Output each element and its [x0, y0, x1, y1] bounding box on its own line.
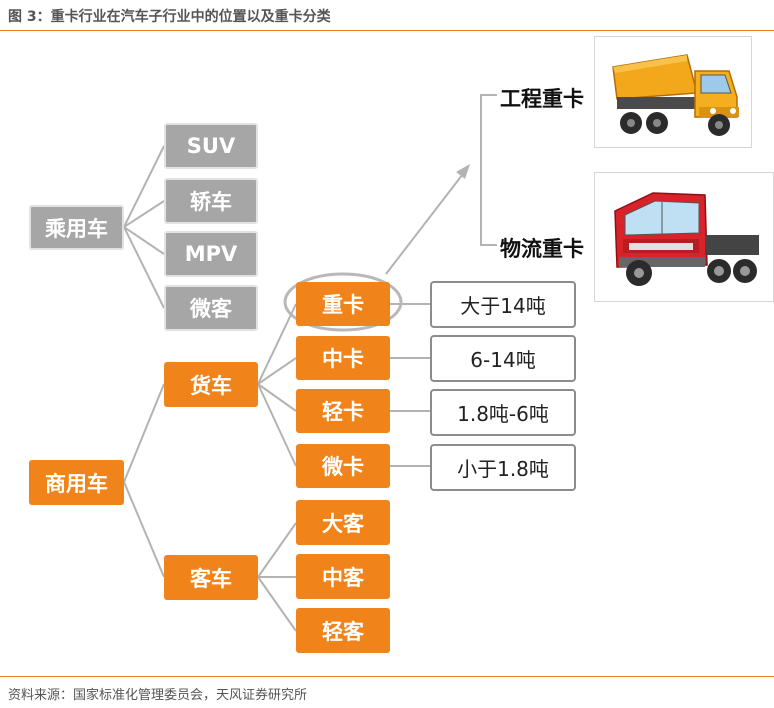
connector-passenger-microvan	[123, 226, 165, 309]
bus-node: 客车	[164, 555, 258, 600]
source-note: 资料来源：国家标准化管理委员会，天风证券研究所	[8, 688, 308, 703]
mpv-node: MPV	[164, 231, 258, 277]
medium-bus-node: 中客	[296, 554, 390, 599]
connector-bus-light	[257, 576, 297, 632]
tractor-truck-image	[594, 172, 774, 302]
connector-commercial-bus	[123, 481, 165, 578]
dump-truck-image	[594, 36, 752, 148]
truck-node: 货车	[164, 362, 258, 407]
light-truck-weight: 1.8吨-6吨	[430, 389, 576, 436]
microvan-node: 微客	[164, 285, 258, 331]
connector-truck-medium	[257, 357, 297, 385]
arrowhead	[456, 164, 470, 179]
light-truck-node: 轻卡	[296, 389, 390, 433]
passenger-car-node: 乘用车	[29, 205, 124, 250]
medium-truck-node: 中卡	[296, 336, 390, 380]
engineering-heavy-truck-label: 工程重卡	[500, 87, 584, 111]
connector-truck-heavy	[257, 303, 297, 385]
connector-truck-mini	[257, 383, 297, 467]
connector-passenger-mpv	[123, 226, 165, 255]
top-divider	[0, 30, 774, 31]
bottom-divider	[0, 676, 774, 677]
large-bus-node: 大客	[296, 500, 390, 545]
connector-commercial-truck	[123, 383, 165, 483]
heavy-truck-highlight-ring	[283, 272, 403, 332]
connector-passenger-sedan	[123, 200, 165, 228]
light-bus-node: 轻客	[296, 608, 390, 653]
arrow-heavy-to-types	[385, 169, 467, 275]
heavy-truck-weight: 大于14吨	[430, 281, 576, 328]
connector-truck-light	[257, 383, 297, 412]
connector-bus-large	[257, 522, 297, 578]
figure-title: 图 3：重卡行业在汽车子行业中的位置以及重卡分类	[8, 9, 331, 25]
bracket-heavy-types	[480, 94, 497, 246]
logistics-heavy-truck-label: 物流重卡	[500, 237, 584, 261]
suv-node: SUV	[164, 123, 258, 169]
heavy-truck-node: 重卡	[296, 282, 390, 326]
mini-truck-weight: 小于1.8吨	[430, 444, 576, 491]
sedan-node: 轿车	[164, 178, 258, 224]
connector-passenger-suv	[123, 145, 165, 228]
commercial-vehicle-node: 商用车	[29, 460, 124, 505]
mini-truck-node: 微卡	[296, 444, 390, 488]
medium-truck-weight: 6-14吨	[430, 335, 576, 382]
